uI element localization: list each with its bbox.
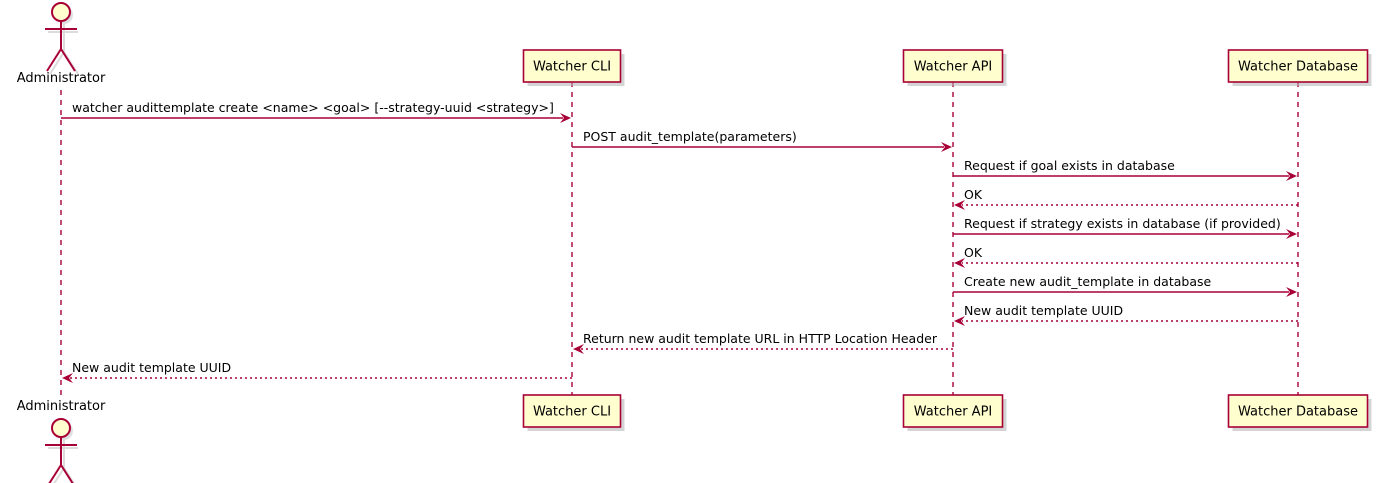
message-5: OK [954, 245, 1298, 268]
message-arrowhead-4 [1286, 229, 1297, 239]
message-0: watcher audittemplate create <name> <goa… [61, 100, 571, 123]
message-label-4: Request if strategy exists in database (… [964, 216, 1281, 231]
message-1: POST audit_template(parameters) [572, 129, 952, 152]
participant-watcher-database[interactable]: Watcher Database [1227, 394, 1372, 431]
participant-label-watcher-cli: Watcher CLI [533, 405, 611, 420]
message-arrowhead-2 [1286, 171, 1297, 181]
message-arrowhead-7 [954, 316, 965, 326]
actor-figure-administrator-bottom [45, 418, 77, 483]
message-arrowhead-8 [573, 344, 584, 354]
message-label-2: Request if goal exists in database [964, 158, 1175, 173]
message-label-7: New audit template UUID [964, 303, 1123, 318]
participant-label-watcher-database: Watcher Database [1238, 405, 1358, 420]
participant-label-watcher-api: Watcher API [914, 405, 993, 420]
message-arrowhead-3 [954, 200, 965, 210]
actor-label-administrator: Administrator [17, 71, 106, 86]
message-9: New audit template UUID [62, 360, 572, 383]
message-3: OK [954, 187, 1298, 210]
message-arrowhead-5 [954, 258, 965, 268]
message-label-5: OK [964, 245, 983, 260]
actor-figure-administrator [45, 2, 77, 72]
participant-watcher-cli[interactable]: Watcher CLI [522, 394, 625, 431]
message-label-1: POST audit_template(parameters) [583, 129, 797, 144]
messages-layer: watcher audittemplate create <name> <goa… [61, 100, 1298, 383]
message-6: Create new audit_template in database [953, 274, 1297, 297]
participant-label-watcher-database: Watcher Database [1238, 60, 1358, 75]
message-arrowhead-9 [62, 373, 73, 383]
message-label-9: New audit template UUID [72, 360, 231, 375]
participant-watcher-database[interactable]: Watcher Database [1227, 49, 1372, 86]
participant-watcher-cli[interactable]: Watcher CLI [522, 49, 625, 86]
message-arrowhead-1 [941, 142, 952, 152]
message-label-0: watcher audittemplate create <name> <goa… [72, 100, 554, 115]
participant-label-watcher-api: Watcher API [914, 60, 993, 75]
message-arrowhead-6 [1286, 287, 1297, 297]
message-label-3: OK [964, 187, 983, 202]
message-4: Request if strategy exists in database (… [953, 216, 1297, 239]
message-arrowhead-0 [560, 113, 571, 123]
lifelines-layer [60, 82, 1299, 398]
message-label-6: Create new audit_template in database [964, 274, 1211, 289]
message-7: New audit template UUID [954, 303, 1298, 326]
participant-watcher-api[interactable]: Watcher API [902, 49, 1007, 86]
actor-label-administrator-bottom: Administrator [17, 399, 106, 414]
participant-label-watcher-cli: Watcher CLI [533, 60, 611, 75]
message-8: Return new audit template URL in HTTP Lo… [573, 331, 953, 354]
message-2: Request if goal exists in database [953, 158, 1297, 181]
participant-watcher-api[interactable]: Watcher API [902, 394, 1007, 431]
message-label-8: Return new audit template URL in HTTP Lo… [583, 331, 938, 346]
